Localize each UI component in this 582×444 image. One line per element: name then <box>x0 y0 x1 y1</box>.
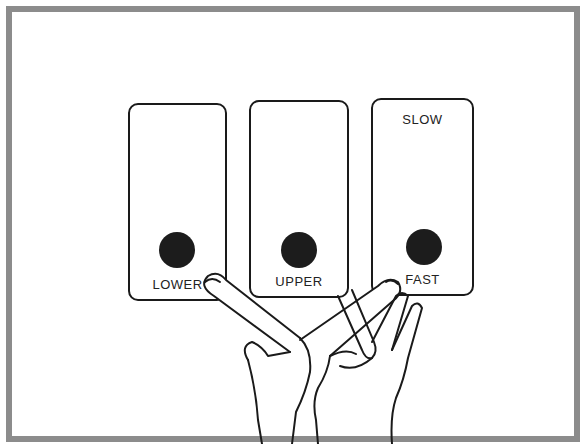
button-label: FAST <box>373 272 472 287</box>
button-label: LOWER <box>130 277 225 292</box>
push-button: UPPER <box>249 100 349 298</box>
button-indicator <box>159 232 195 268</box>
push-button: SLOW FAST <box>371 98 474 296</box>
button-label: UPPER <box>251 274 347 289</box>
push-button: LOWER <box>128 103 227 301</box>
button-heading: SLOW <box>373 112 472 127</box>
button-indicator <box>406 229 442 265</box>
button-indicator <box>281 232 317 268</box>
